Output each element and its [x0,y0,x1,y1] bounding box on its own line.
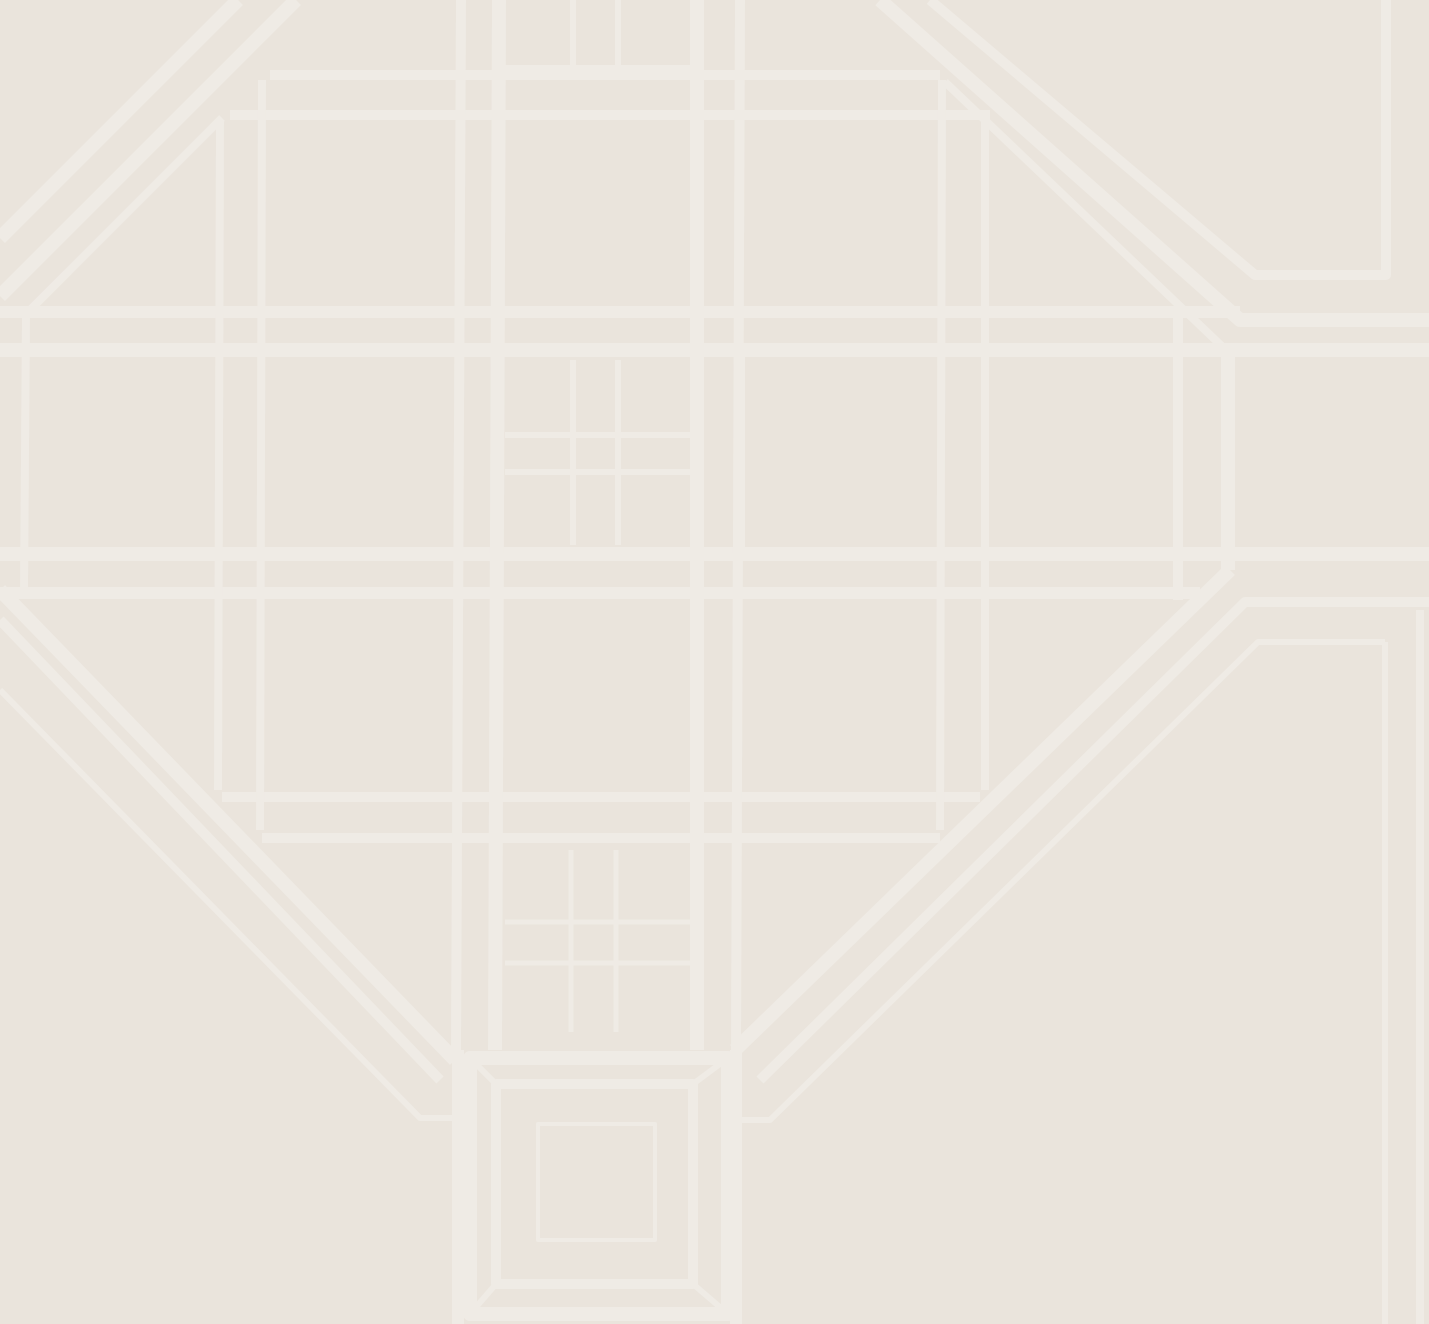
southwest-diagonal-street [0,687,455,1121]
northwest-diagonal-street [25,115,225,315]
grid-roads [0,0,1429,1050]
complex-corner-se [691,1281,730,1317]
southern-complex [452,1050,742,1324]
northwest-diagonal-avenue-inner [0,0,301,301]
complex-corner-ne [691,1055,730,1087]
northeast-diagonal-avenue-outer [926,0,1391,280]
southeast-diagonal-avenue-outer [756,597,1429,1084]
west-north-south-street [451,0,466,1051]
west-edge-street [20,315,30,591]
complex-corner-sw [467,1282,499,1316]
southeast-diagonal-street [740,639,1385,1123]
northwest-diagonal-avenue [0,0,243,243]
central-plaza-streets [505,0,690,1032]
northeast-diagonal-avenue [875,0,1429,327]
southeast-diagonal-avenue [730,564,1235,1056]
far-west-north-south-street [214,119,224,791]
southwest-diagonal-avenue [0,585,461,1065]
southwest-diagonal-avenue-outer [0,616,444,1084]
west-inner-north-south-street [256,79,266,831]
complex-corner-nw [467,1055,499,1087]
east-inner-north-south-street [936,79,946,831]
complex-courtyard-path [536,1122,657,1242]
central-north-south-avenue-west [488,0,506,1051]
